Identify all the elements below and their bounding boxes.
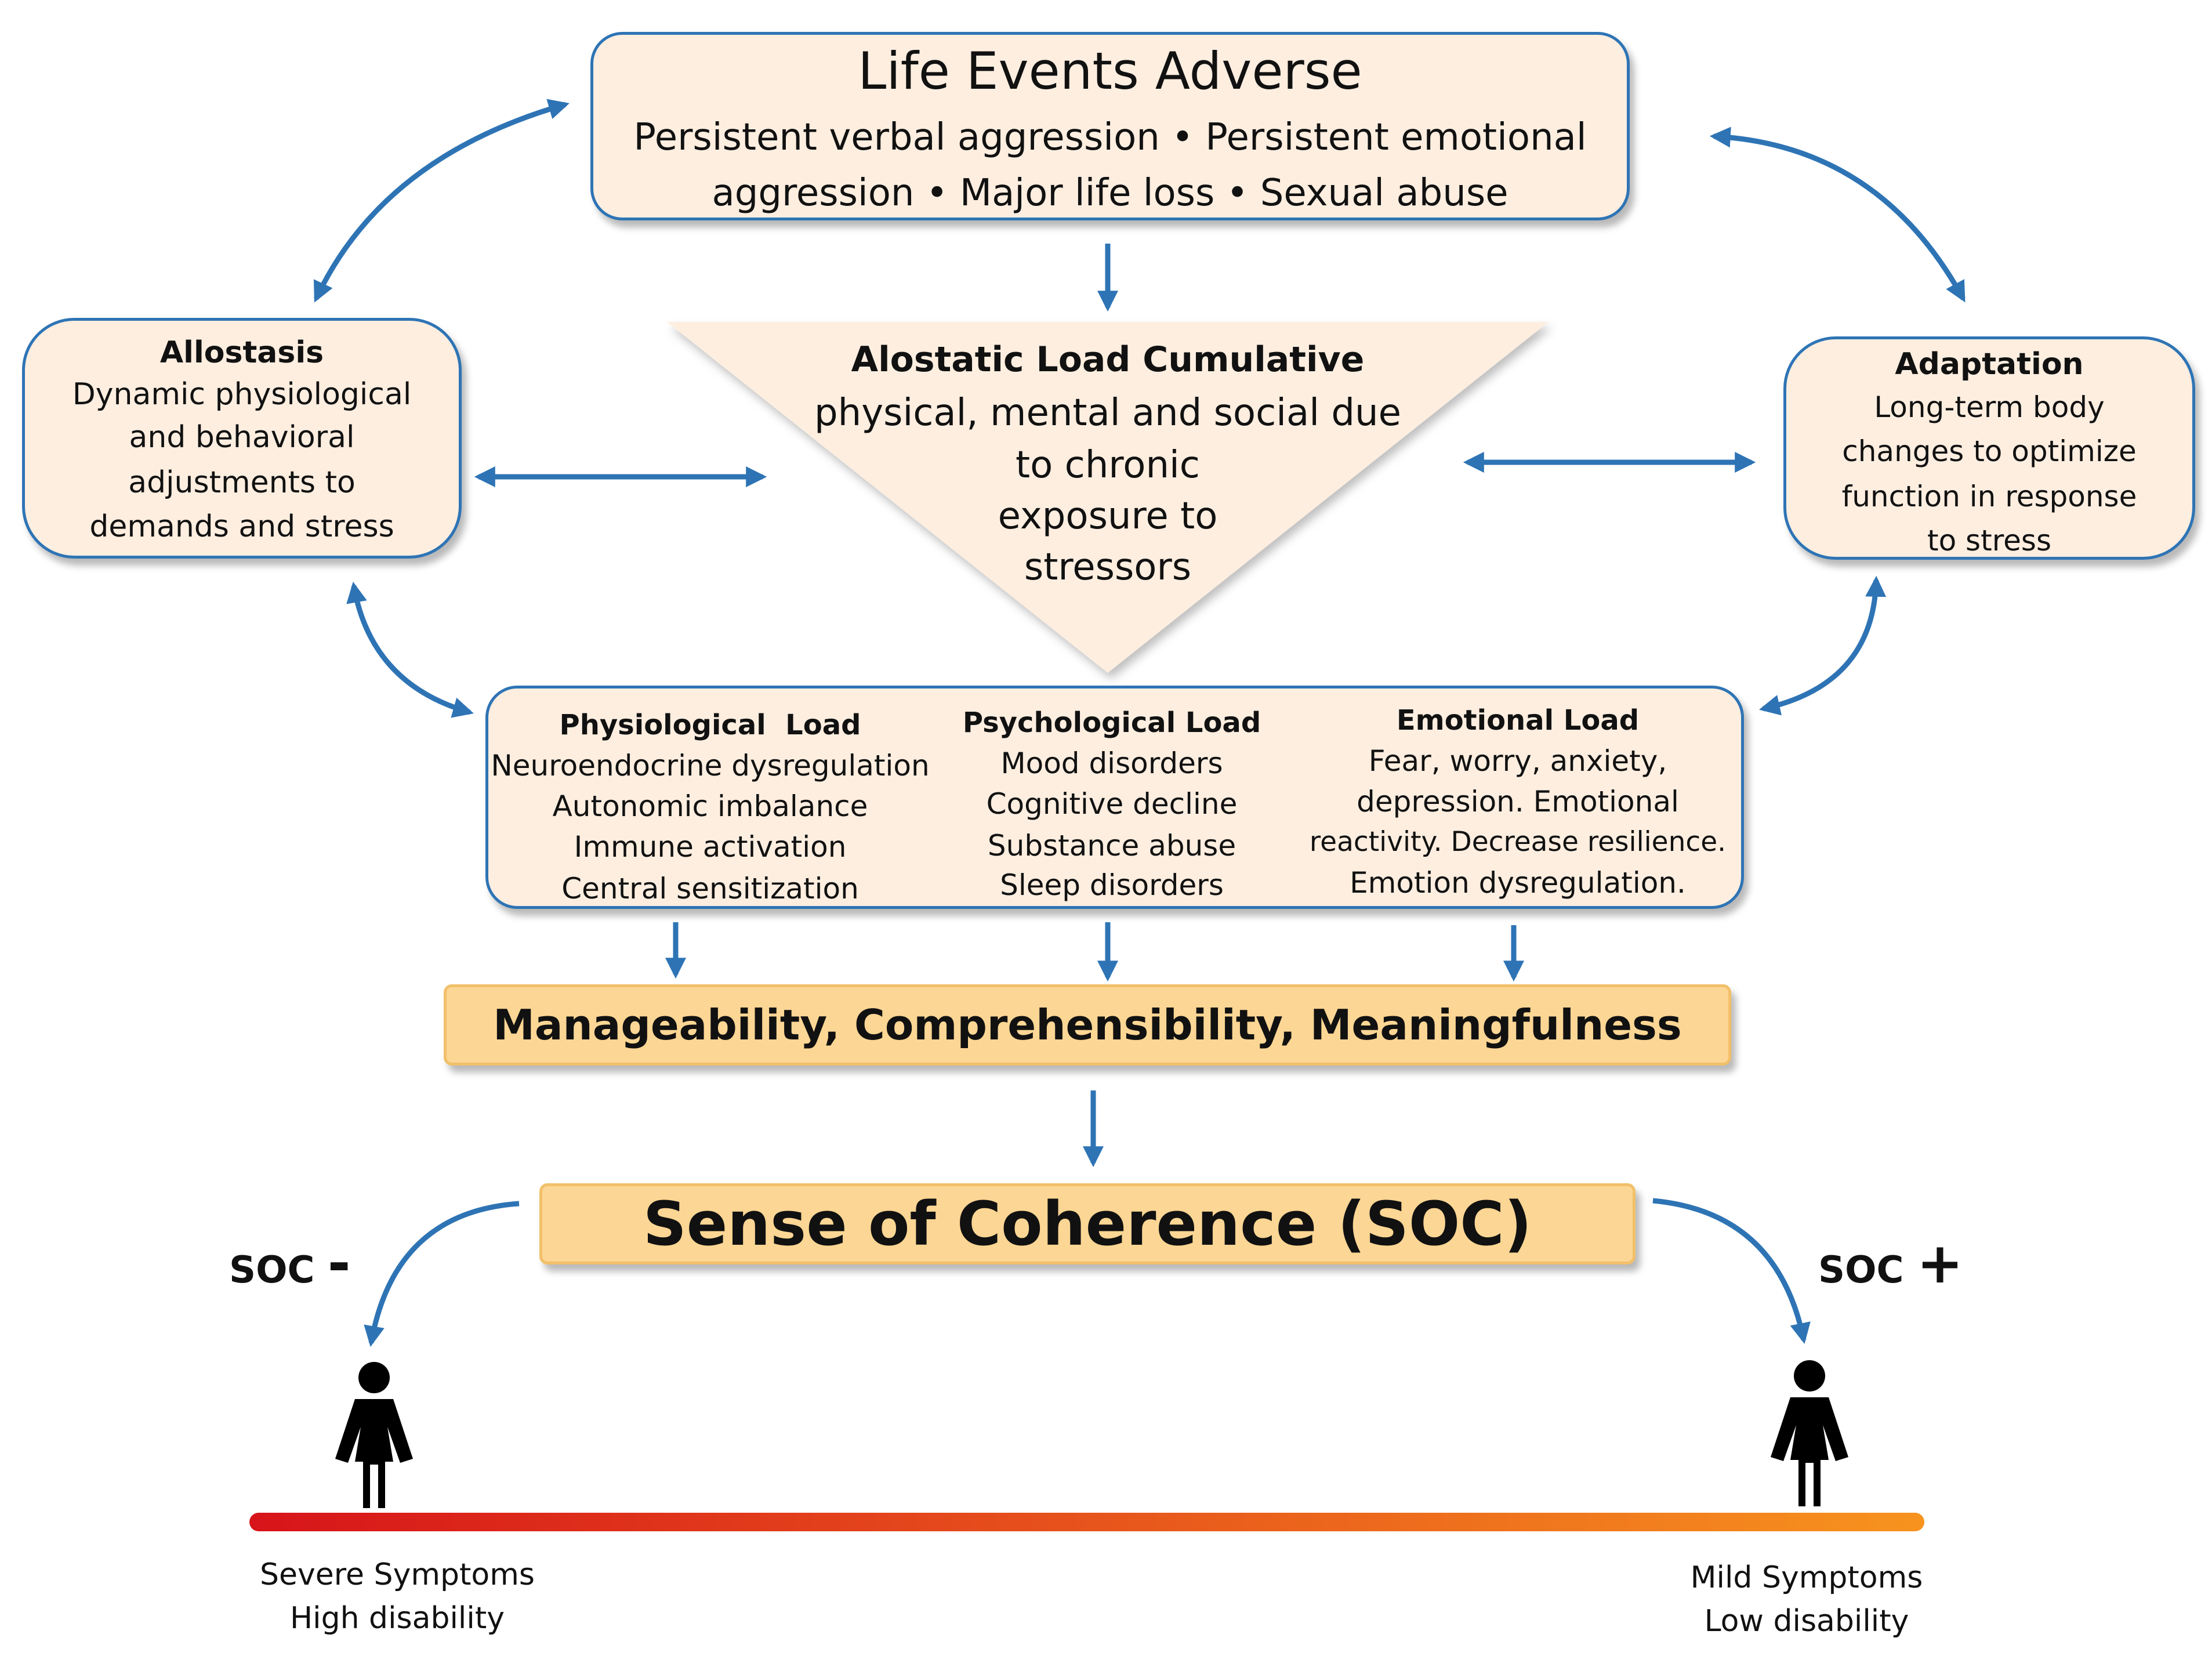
emotional-load-line-3: reactivity. Decrease resilience.	[1309, 826, 1727, 858]
arrow-life-events-adaptation	[1709, 126, 1966, 303]
mcm-box: Manageability, Comprehensibility, Meanin…	[444, 984, 1731, 1066]
psychological-load-line-2: Cognitive decline	[986, 787, 1238, 821]
loads-box: Physiological Load Neuroendocrine dysreg…	[485, 686, 1744, 909]
woman-icon-left	[335, 1362, 413, 1508]
allostasis-line-4: demands and stress	[89, 509, 394, 544]
soc-minus-label: SOC -	[229, 1234, 351, 1299]
life-events-line-2: aggression • Major life loss • Sexual ab…	[712, 172, 1508, 215]
physiological-load-line-4: Central sensitization	[561, 872, 859, 905]
emotional-load-line-2: depression. Emotional	[1357, 785, 1679, 818]
allostatic-load-line-4: stressors	[1024, 546, 1192, 589]
physiological-load-line-1: Neuroendocrine dysregulation	[491, 749, 930, 782]
psychological-load-line-1: Mood disorders	[1000, 747, 1223, 780]
allostatic-load-triangle	[667, 322, 1549, 673]
arrow-soc-plus	[1652, 1198, 1811, 1345]
soc-plus-sign: +	[1916, 1231, 1964, 1296]
arrow-allostasis-loads	[346, 581, 474, 718]
severity-scale-bar	[249, 1513, 1924, 1531]
physiological-load-line-2: Autonomic imbalance	[552, 789, 868, 823]
emotional-load-line-4: Emotion dysregulation.	[1350, 866, 1686, 900]
allostasis-box: Allostasis Dynamic physiological and beh…	[22, 318, 462, 559]
scale-left-line-2: High disability	[290, 1601, 505, 1636]
physiological-load-title: Physiological Load	[559, 709, 861, 741]
allostatic-load-line-1: physical, mental and social due	[814, 392, 1401, 434]
life-events-title: Life Events Adverse	[858, 41, 1362, 101]
allostasis-title: Allostasis	[159, 335, 324, 370]
scale-right-line-1: Mild Symptoms	[1690, 1560, 1923, 1595]
life-events-line-1: Persistent verbal aggression • Persisten…	[633, 116, 1587, 159]
physiological-load: Physiological Load Neuroendocrine dysreg…	[488, 689, 932, 906]
psychological-load-line-3: Substance abuse	[987, 829, 1236, 863]
mcm-text: Manageability, Comprehensibility, Meanin…	[493, 1001, 1682, 1049]
emotional-load-line-1: Fear, worry, anxiety,	[1368, 744, 1667, 778]
adaptation-line-1: Long-term body	[1874, 390, 2105, 424]
adaptation-line-4: to stress	[1927, 524, 2052, 557]
psychological-load-title: Psychological Load	[962, 706, 1261, 739]
allostatic-load-line-3: exposure to	[998, 495, 1218, 538]
allostatic-load-line-2: to chronic	[1016, 444, 1200, 487]
soc-title: Sense of Coherence (SOC)	[643, 1188, 1532, 1259]
soc-minus-text: SOC	[229, 1249, 315, 1292]
allostasis-line-1: Dynamic physiological	[72, 377, 412, 412]
arrow-adaptation-loads	[1758, 575, 1887, 716]
soc-box: Sense of Coherence (SOC)	[539, 1183, 1636, 1264]
physiological-load-line-3: Immune activation	[574, 830, 847, 864]
arrow-allostasis-life-events	[313, 99, 570, 303]
psychological-load-line-4: Sleep disorders	[1000, 868, 1224, 902]
allostasis-line-3: adjustments to	[128, 465, 356, 500]
emotional-load-title: Emotional Load	[1396, 704, 1640, 737]
adaptation-line-3: function in response	[1841, 480, 2137, 513]
scale-left-line-1: Severe Symptoms	[260, 1557, 535, 1592]
adaptation-box: Adaptation Long-term body changes to opt…	[1783, 336, 2195, 560]
soc-plus-label: SOC +	[1818, 1234, 1963, 1299]
psychological-load: Psychological Load Mood disorders Cognit…	[932, 689, 1292, 906]
woman-icon-right	[1771, 1360, 1848, 1506]
allostatic-load-title: Alostatic Load Cumulative	[851, 339, 1365, 380]
adaptation-line-2: changes to optimize	[1842, 434, 2137, 468]
soc-plus-text: SOC	[1818, 1249, 1904, 1292]
adaptation-title: Adaptation	[1895, 347, 2084, 382]
emotional-load: Emotional Load Fear, worry, anxiety, dep…	[1292, 689, 1744, 906]
allostasis-line-2: and behavioral	[129, 420, 355, 455]
scale-right-line-2: Low disability	[1704, 1604, 1909, 1639]
arrow-soc-minus	[364, 1201, 520, 1347]
life-events-box: Life Events Adverse Persistent verbal ag…	[590, 32, 1630, 220]
soc-minus-sign: -	[327, 1231, 351, 1296]
